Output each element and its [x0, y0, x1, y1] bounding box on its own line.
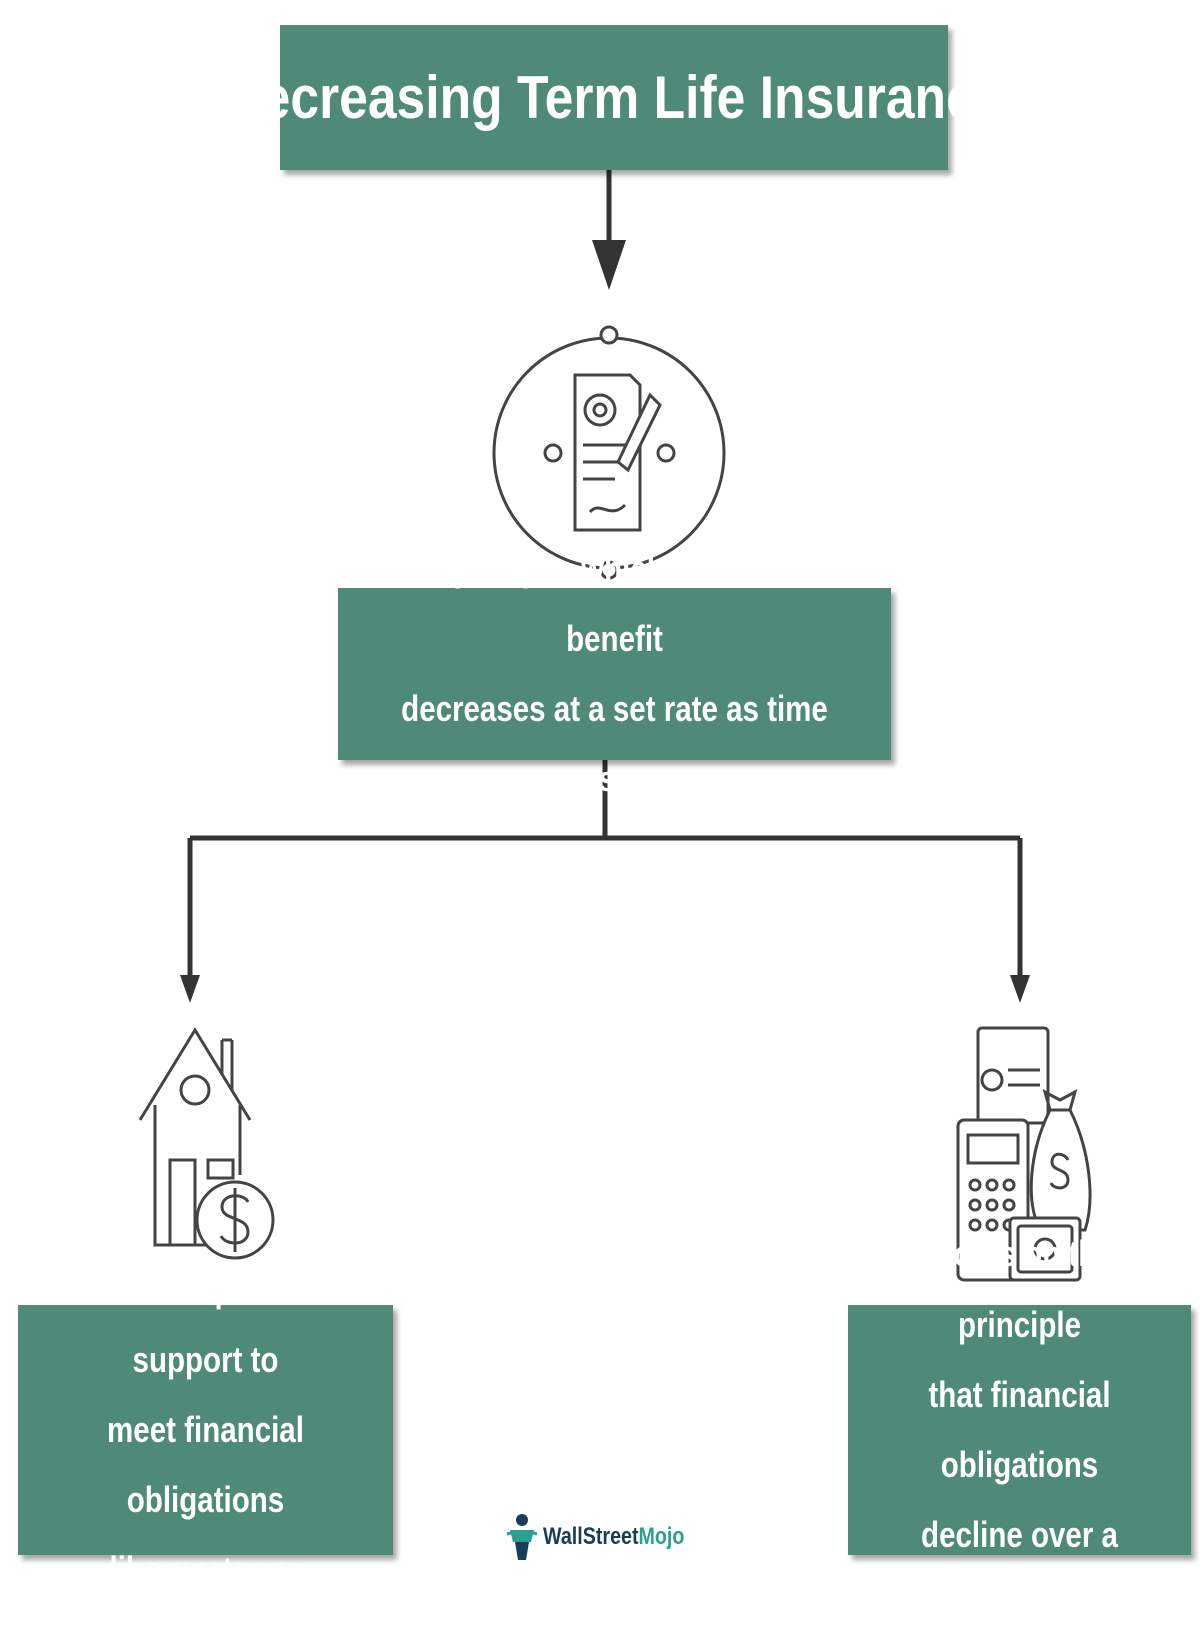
- logo-figure-icon: [506, 1514, 538, 1560]
- policy-document-icon: [492, 325, 726, 580]
- brand-logo: WallStreetMojo: [505, 1512, 715, 1562]
- finance-calculator-icon: [956, 1026, 1092, 1282]
- house-dollar-icon: [138, 1027, 275, 1260]
- definition-box: A policy in which the death benefit decr…: [338, 548, 891, 799]
- definition-text: A policy in which the death benefit decr…: [401, 547, 828, 800]
- arrow-down-icon: [592, 240, 626, 290]
- arrow-down-icon: [180, 975, 200, 1003]
- title-box: Decreasing Term Life Insurance: [224, 25, 1004, 170]
- right-branch-box: Works on the principle that financial ob…: [848, 1233, 1191, 1625]
- right-branch-text: Works on the principle that financial ob…: [921, 1233, 1118, 1626]
- connectors: [138, 170, 1092, 1282]
- left-branch-text: Offers specific support to meet financia…: [102, 1268, 309, 1591]
- arrow-down-icon: [1010, 975, 1030, 1003]
- logo-text: WallStreetMojo: [543, 1523, 685, 1550]
- diagram-title: Decreasing Term Life Insurance: [224, 64, 1004, 131]
- left-branch-box: Offers specific support to meet financia…: [18, 1269, 393, 1590]
